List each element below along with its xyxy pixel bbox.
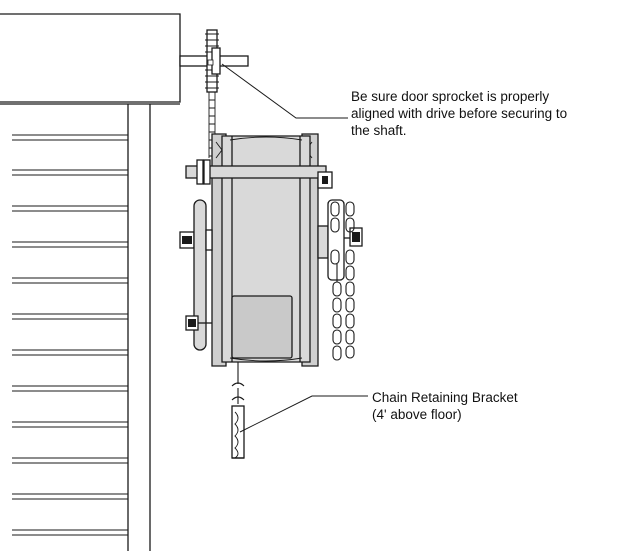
brake-assembly [179, 199, 213, 351]
chain-retaining-bracket-label: Chain Retaining Bracket (4' above floor) [372, 389, 518, 423]
door-sprocket [205, 29, 221, 93]
leader-line-bracket [239, 395, 368, 433]
hand-chain-wheel [317, 199, 363, 281]
door-hood [0, 13, 181, 105]
door-curtain-slats [12, 134, 128, 536]
bracket-label-line-2: (4' above floor) [372, 407, 462, 422]
operator-shaft [185, 159, 333, 189]
pull-cable [231, 362, 245, 404]
bracket-label-line-1: Chain Retaining Bracket [372, 390, 518, 405]
note-line-3: the shaft. [351, 123, 407, 138]
operator-cover-panel [231, 295, 293, 359]
door-guide [127, 104, 151, 551]
sprocket-alignment-note: Be sure door sprocket is properly aligne… [351, 88, 567, 139]
chain-retaining-bracket [231, 405, 245, 459]
hand-chain [330, 201, 355, 361]
note-line-1: Be sure door sprocket is properly [351, 89, 550, 104]
note-line-2: aligned with drive before securing to [351, 106, 568, 121]
leader-line-sprocket [221, 63, 348, 119]
